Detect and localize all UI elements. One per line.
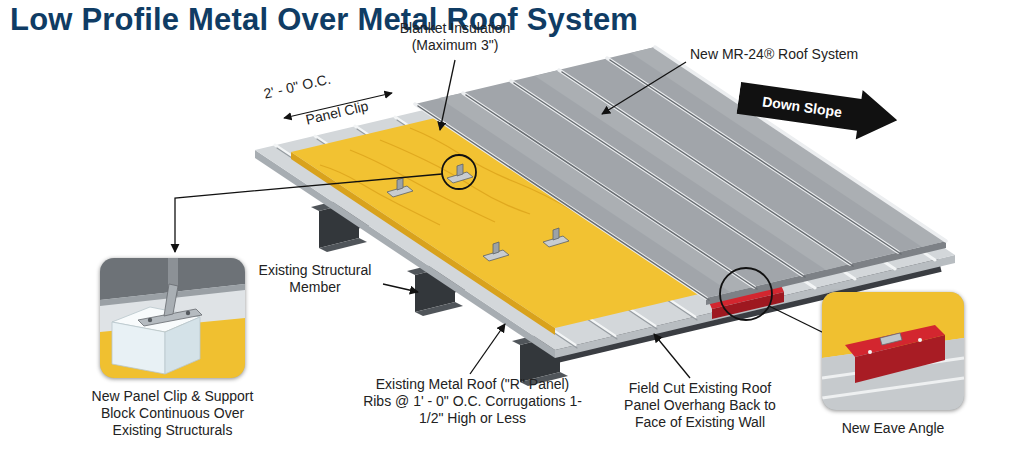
leader-line [602,62,686,114]
callout-circle [720,268,772,320]
part-label: New MR-24® Roof System [690,46,858,63]
purlin-flange [415,302,463,316]
clip-detail-art [100,258,245,378]
panel-clip [447,164,473,183]
inset-caption: New Eave Angle [808,420,978,437]
leader-line [175,174,442,252]
purlin-flange [319,238,367,252]
clip-tab [457,164,463,176]
dimension-label: 2' - 0" O.C. [262,71,332,103]
standing-seams [415,47,946,300]
inset-screw [148,318,152,322]
new-roof-panels [415,47,946,305]
clip-tab [397,178,403,190]
inset-screw [918,338,922,342]
leader-line [769,306,826,334]
part-label: Blanket Insulation (Maximum 3") [380,20,530,54]
detail-inset: New Eave Angle [822,292,964,410]
panel-clip [543,228,569,247]
inset-deck-rib [822,378,964,398]
standing-seam [466,95,757,289]
arrow-body [735,73,900,145]
inset-caption: New Panel Clip & Support Block Continuou… [78,388,268,438]
leader-lines [175,60,826,378]
inset-screw [868,350,872,354]
insulation-fiber [350,150,495,222]
standing-seam [418,106,709,300]
panel-clip [387,178,413,197]
leader-line [440,60,455,130]
inset-clip [880,333,902,345]
leader-line [383,284,418,292]
inset-eave-angle [855,335,945,383]
insulation-fiber [320,165,440,225]
inset-background [100,258,245,378]
detail-inset: New Panel Clip & Support Block Continuou… [100,258,245,378]
inset-clip [164,284,178,316]
inset-background [822,292,964,410]
leader-line [470,324,505,374]
panel-pan [631,47,946,247]
panel-clip [483,242,509,261]
part-label: Panel Clip [304,98,370,129]
standing-seam [655,47,946,241]
support-block [165,317,200,374]
panel-surface [415,47,946,298]
clip-tab [493,242,499,254]
clip-tab [553,228,559,240]
callout-circle [442,155,476,189]
eave-detail-art [822,292,964,410]
part-label: Existing Structural Member [240,262,390,296]
standing-seam [610,60,901,254]
support-block [112,322,165,374]
part-label: Field Cut Existing Roof Panel Overhang B… [611,380,789,430]
inset-screw [186,311,190,315]
leader-line [654,334,690,378]
part-label: Existing Metal Roof ("R" Panel) Ribs @ 1… [360,376,585,426]
diagram-title: Low Profile Metal Over Metal Roof System [10,2,638,38]
